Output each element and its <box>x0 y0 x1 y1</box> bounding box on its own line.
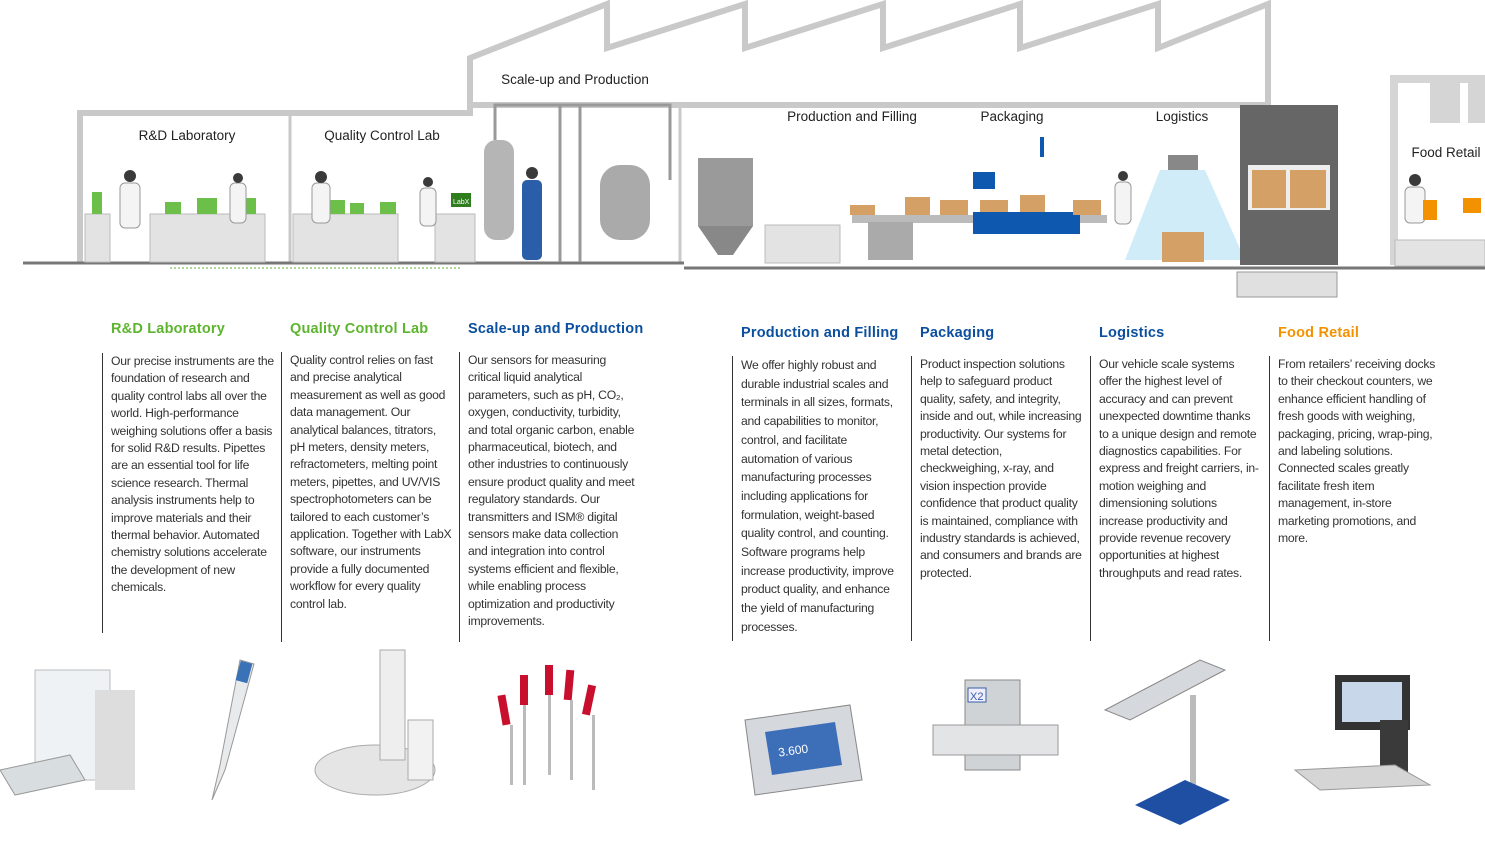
section-text: Our vehicle scale systems offer the high… <box>1090 356 1259 641</box>
labx-sign: LabX <box>453 199 470 206</box>
product-images: 3.600 X2 <box>0 649 1432 825</box>
scene-label-rd: R&D Laboratory <box>138 128 236 143</box>
lab-benches <box>84 213 1485 267</box>
section-title: Quality Control Lab <box>290 321 429 337</box>
scene-label-production: Production and Filling <box>787 109 917 124</box>
ph-sensors-image <box>497 665 597 790</box>
weighing-terminal-image: 3.600 <box>744 704 863 796</box>
section-text: From retailers’ receiving docks to their… <box>1269 356 1438 641</box>
section-title: Logistics <box>1099 325 1165 341</box>
section-text: We offer highly robust and durable indus… <box>732 356 903 641</box>
section-text: Product inspection solutions help to saf… <box>911 356 1084 641</box>
terminal-display: 3.600 <box>777 742 809 760</box>
scene-label-qc: Quality Control Lab <box>324 128 440 143</box>
xray-inspection-image: X2 <box>932 679 1059 771</box>
section-title: Production and Filling <box>741 325 899 341</box>
logistics-dimensioner <box>1125 155 1245 262</box>
process-tanks <box>484 103 753 262</box>
section-text: Our precise instruments are the foundati… <box>102 353 275 633</box>
retail-scale-image <box>1293 675 1432 791</box>
dimensioning-system-image <box>1103 659 1230 825</box>
section-text: Our sensors for measuring critical liqui… <box>459 352 640 642</box>
scene-label-scaleup: Scale-up and Production <box>501 72 649 87</box>
food-retail-building <box>1390 75 1485 265</box>
xray-badge: X2 <box>970 691 983 703</box>
truck <box>1236 105 1338 298</box>
section-title: Food Retail <box>1278 325 1360 341</box>
pipette-image <box>211 659 255 801</box>
conveyor-line <box>850 137 1107 260</box>
section-title: Packaging <box>920 325 995 341</box>
section-text: Quality control relies on fast and preci… <box>281 352 454 642</box>
titrator-autosampler-image <box>314 649 436 796</box>
section-title: R&D Laboratory <box>111 321 225 337</box>
lab-instruments <box>92 192 471 214</box>
retail-scale <box>1423 198 1481 220</box>
scene-label-packaging: Packaging <box>980 109 1044 124</box>
section-title: Scale-up and Production <box>468 321 644 337</box>
scene-label-food-retail: Food Retail <box>1411 145 1481 160</box>
scene-label-logistics: Logistics <box>1155 109 1209 124</box>
analytical-balance-image <box>0 669 135 796</box>
industry-scene-illustration: LabX <box>23 0 1485 298</box>
